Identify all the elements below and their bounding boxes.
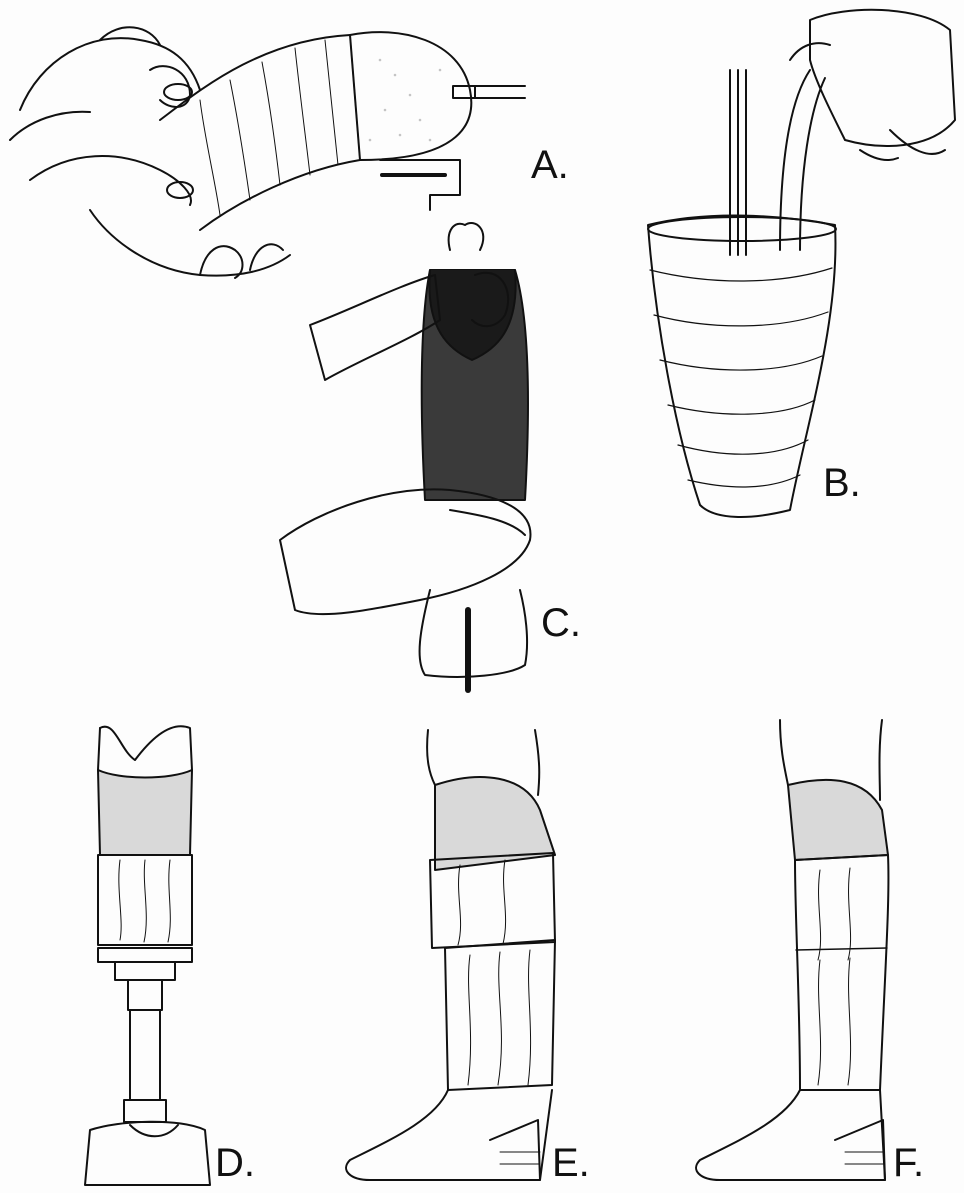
panel-e-label: E. — [552, 1143, 590, 1183]
panel-b-drawing — [630, 0, 964, 540]
panel-f: F. — [670, 700, 960, 1190]
panel-b-label: B. — [823, 463, 861, 503]
panel-c: C. — [250, 210, 610, 690]
panel-f-drawing — [670, 700, 960, 1190]
panel-c-label: C. — [541, 603, 581, 643]
panel-b: B. — [630, 0, 964, 540]
panel-d-drawing — [60, 700, 290, 1190]
panel-a-label: A. — [531, 145, 569, 185]
panel-f-label: F. — [893, 1143, 924, 1183]
panel-e-drawing — [340, 700, 610, 1190]
panel-d-label: D. — [215, 1143, 255, 1183]
panel-e: E. — [340, 700, 610, 1190]
panel-d: D. — [60, 700, 290, 1190]
